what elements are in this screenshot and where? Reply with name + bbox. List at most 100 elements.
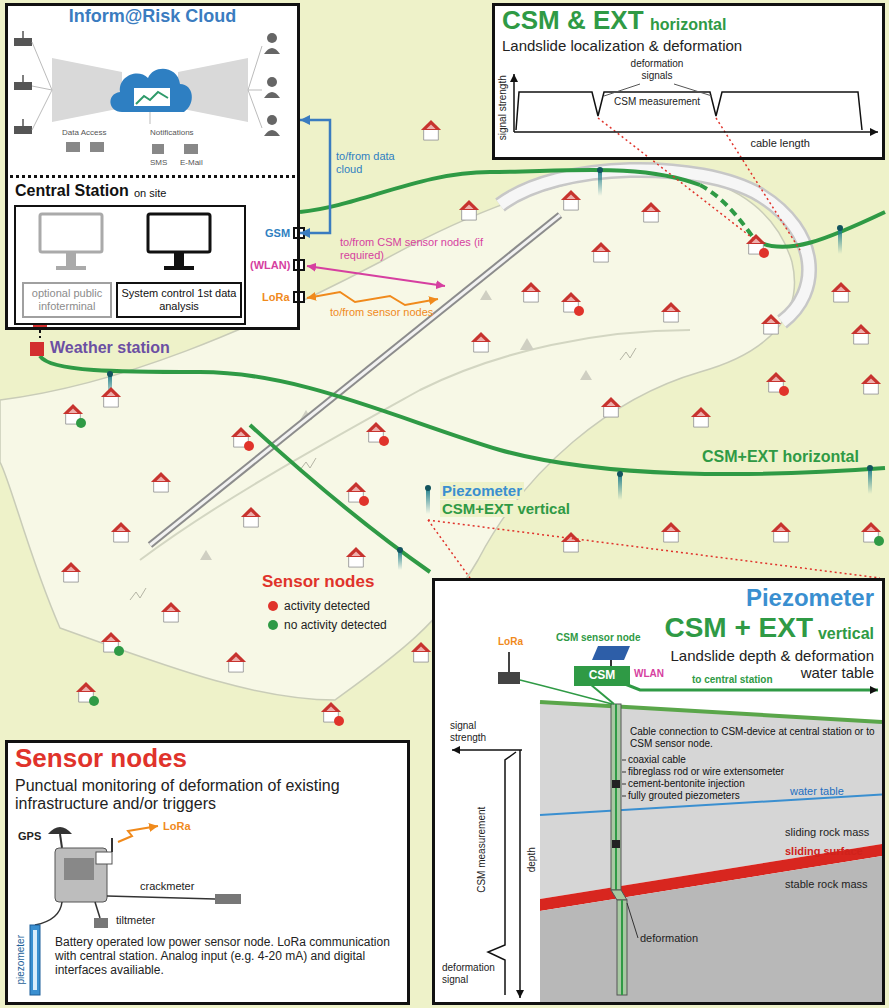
terrain [580, 370, 592, 380]
part-label: piezometer [14, 935, 26, 984]
cloud-illustration [14, 38, 32, 46]
panel-ground [432, 578, 885, 1005]
cloud-illustration [32, 90, 52, 130]
borehole-illustration [622, 784, 626, 785]
radio-link [307, 266, 445, 305]
central-station-illustration [164, 266, 194, 270]
house-icon [851, 324, 871, 344]
borehole-illustration [519, 750, 521, 998]
borehole-illustration [617, 900, 627, 995]
house-icon [459, 200, 479, 220]
zoom-leader [598, 118, 755, 240]
cloud-illustration [264, 48, 280, 54]
house-icon [591, 242, 611, 262]
layer-label: sliding rock mass [785, 826, 869, 839]
sensor-dot [379, 436, 389, 446]
borehole-pin [425, 485, 431, 491]
sensor-dot [334, 716, 344, 726]
house-icon [241, 507, 261, 527]
cloud-illustration [22, 75, 24, 82]
borehole-pin [426, 488, 430, 514]
axis-label: cable length [751, 137, 810, 150]
legend: activity detectedno activity detected [268, 596, 387, 634]
cloud-illustration [22, 31, 24, 38]
csm-cable [40, 356, 885, 474]
legend-swatch [268, 620, 278, 630]
panel-title: Inform@Risk Cloud [8, 6, 297, 27]
terrain [500, 170, 809, 322]
cable-label: to central station [692, 674, 773, 686]
sensor-nodes-panel: Sensor nodesPunctual monitoring of defor… [5, 740, 410, 1005]
borehole-illustration [622, 760, 626, 761]
annotation: deformation signals [622, 58, 692, 81]
house-icon [691, 407, 711, 427]
borehole-pin [838, 228, 842, 254]
connector [300, 120, 330, 233]
layer-label: sliding surface [785, 845, 863, 858]
borehole-pin [618, 474, 622, 500]
sensor-node-illustration [60, 834, 62, 848]
borehole-illustration [612, 780, 620, 788]
borehole-illustration [627, 903, 638, 938]
cloud-illustration [14, 31, 280, 154]
sensor-node-illustration [96, 852, 112, 864]
legend-swatch [268, 601, 278, 611]
csm-cable [755, 212, 885, 247]
sensor-node-illustration [30, 925, 40, 995]
house-icon [226, 652, 246, 672]
sensor-node-illustration [94, 918, 108, 928]
zoom-leader [428, 520, 880, 578]
panel-subtitle: Landslide localization & deformation [502, 37, 742, 54]
panel-title: CSM & EXT [502, 6, 644, 36]
house-icon [561, 190, 581, 210]
borehole-pin [598, 170, 602, 196]
house-icon [601, 397, 621, 417]
house-icon [111, 522, 131, 542]
borehole-illustration [498, 672, 520, 684]
icon-caption: E-Mail [180, 158, 203, 167]
cloud-panel: Inform@Risk Cloud [5, 3, 300, 178]
terrain [130, 588, 146, 600]
house-icon [761, 314, 781, 334]
part-label: LoRa [498, 636, 523, 648]
icon-caption: Notifications [150, 128, 194, 137]
sensor-dot [359, 496, 369, 506]
cloud-illustration [110, 69, 191, 112]
csm-horizontal-panel: CSM & EXThorizontalLandslide localizatio… [492, 3, 885, 160]
port-label: (WLAN) [250, 259, 290, 272]
axis-label: depth [525, 847, 537, 872]
cloud-illustration [150, 112, 151, 124]
panel-title: Central Station [15, 182, 129, 200]
terminal-box: optional public infoterminal [22, 282, 112, 318]
part-label: tiltmeter [116, 914, 155, 927]
house-icon [831, 282, 851, 302]
csm-chart [516, 92, 862, 130]
borehole-label: Piezometer [440, 482, 524, 499]
borehole-illustration [622, 796, 626, 797]
part-label: WLAN [634, 668, 664, 680]
borehole-illustration [622, 772, 626, 773]
station-square [30, 342, 44, 356]
cloud-illustration [52, 58, 122, 122]
borehole-illustration [452, 749, 522, 751]
box-label: System control 1st data analysis [121, 287, 237, 312]
box-label: optional public infoterminal [27, 287, 107, 312]
borehole-illustration [621, 900, 623, 995]
cloud-illustration [136, 92, 168, 104]
house-icon [661, 302, 681, 322]
borehole-illustration [615, 704, 617, 890]
panel-subtitle: on site [134, 187, 166, 200]
house-icon [411, 642, 431, 662]
device-label: CSM [589, 669, 616, 683]
sensor-node-illustration [64, 858, 94, 880]
cloud-illustration [267, 33, 277, 43]
house-icon [151, 472, 171, 492]
cloud-illustration [267, 115, 277, 125]
borehole-illustration [488, 752, 516, 995]
borehole-illustration [611, 890, 627, 900]
csm-cable [250, 425, 430, 572]
sensor-node-illustration [215, 894, 241, 904]
sensor-dot [574, 306, 584, 316]
